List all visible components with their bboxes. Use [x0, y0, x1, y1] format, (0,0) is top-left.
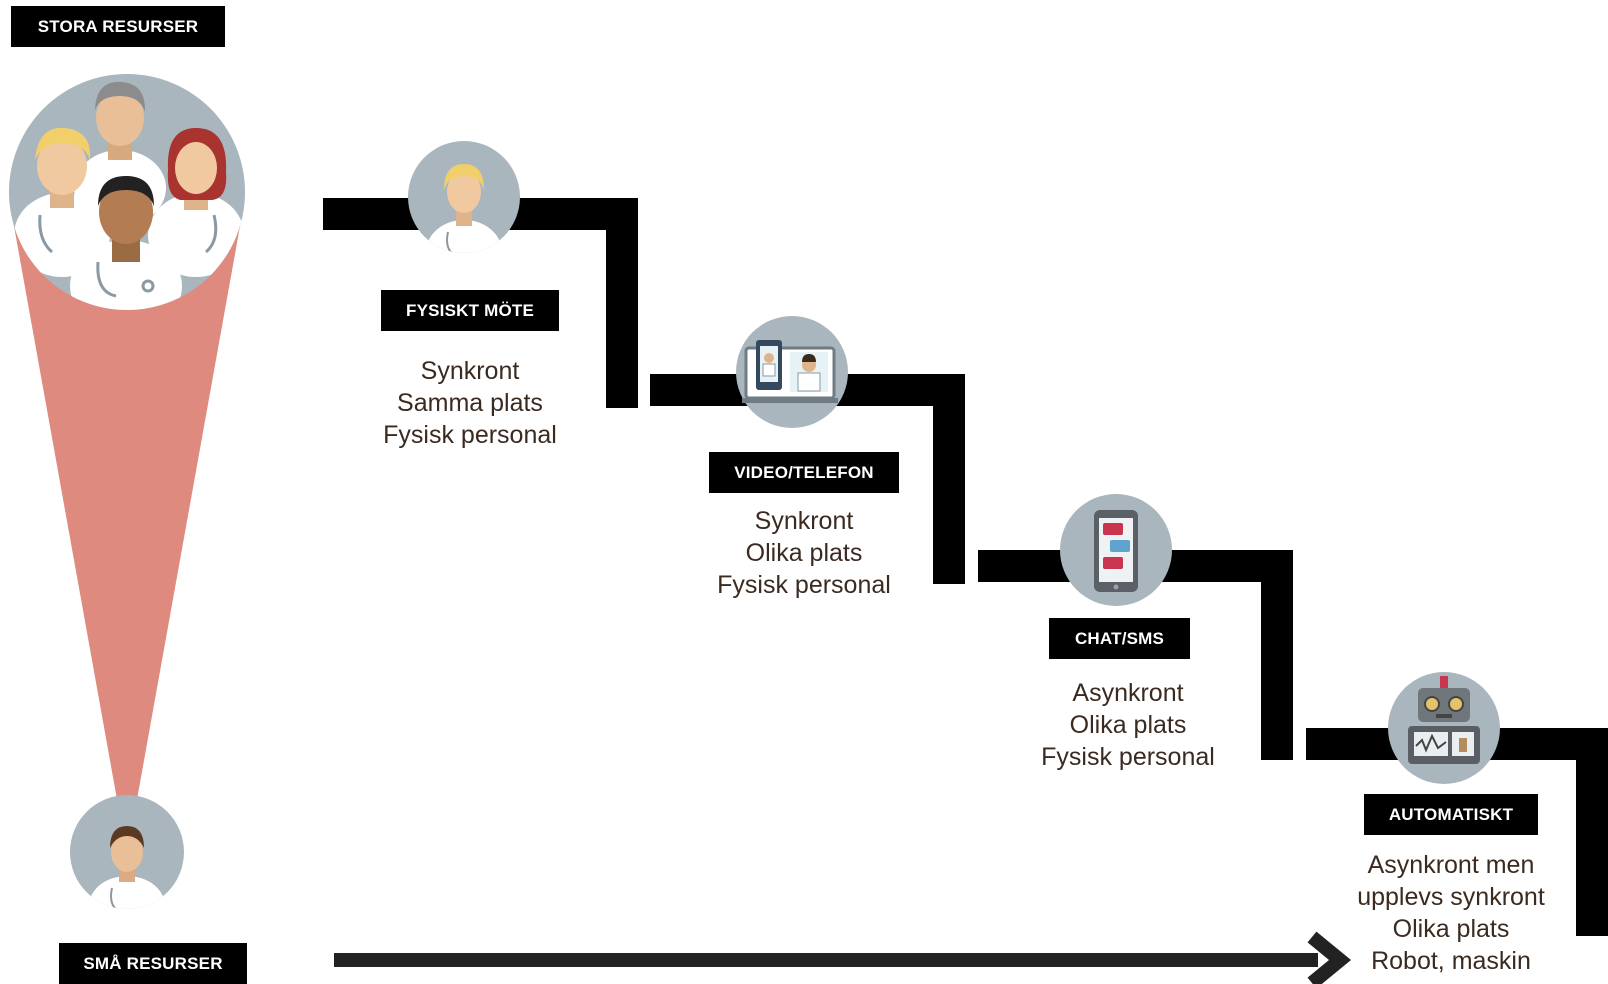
step-description-line: Samma plats [397, 389, 543, 417]
step-fysiskt-mote-description: Synkront Samma plats Fysisk personal [340, 355, 600, 451]
step-description-line: Asynkront men [1367, 851, 1535, 879]
step-description-line: Olika plats [1069, 711, 1187, 739]
step-chat-sms-description: Asynkront Olika plats Fysisk personal [998, 677, 1258, 773]
step-description-line: Fysisk personal [383, 421, 557, 449]
smartphone-chat-icon [1060, 494, 1172, 606]
step-automatiskt-description: Asynkront men upplevs synkront Olika pla… [1321, 849, 1581, 977]
step-automatiskt-title: AUTOMATISKT [1364, 794, 1538, 835]
step-chat-sms-title: CHAT/SMS [1049, 618, 1190, 659]
step-fysiskt-mote-title: FYSISKT MÖTE [381, 290, 559, 331]
large-resources-label: STORA RESURSER [11, 6, 225, 47]
step-description-line: Asynkront [1072, 679, 1184, 707]
step-description-line: Fysisk personal [1041, 743, 1215, 771]
step-description-line: upplevs synkront [1357, 883, 1545, 911]
step-video-telefon-title: VIDEO/TELEFON [709, 452, 899, 493]
single-doctor-icon [70, 795, 184, 909]
robot-icon [1388, 672, 1500, 784]
step-video-telefon-description: Synkront Olika plats Fysisk personal [674, 505, 934, 601]
step-description-line: Fysisk personal [717, 571, 891, 599]
step-description-line: Synkront [420, 357, 520, 385]
step-description-line: Synkront [754, 507, 854, 535]
step-description-line: Robot, maskin [1371, 947, 1531, 975]
doctor-icon [408, 141, 520, 253]
small-resources-label: SMÅ RESURSER [59, 943, 247, 984]
resource-funnel [12, 215, 242, 805]
step-description-line: Olika plats [745, 539, 863, 567]
video-call-icon [736, 316, 848, 428]
step-description-line: Olika plats [1392, 915, 1510, 943]
resource-arrow [334, 931, 1352, 984]
